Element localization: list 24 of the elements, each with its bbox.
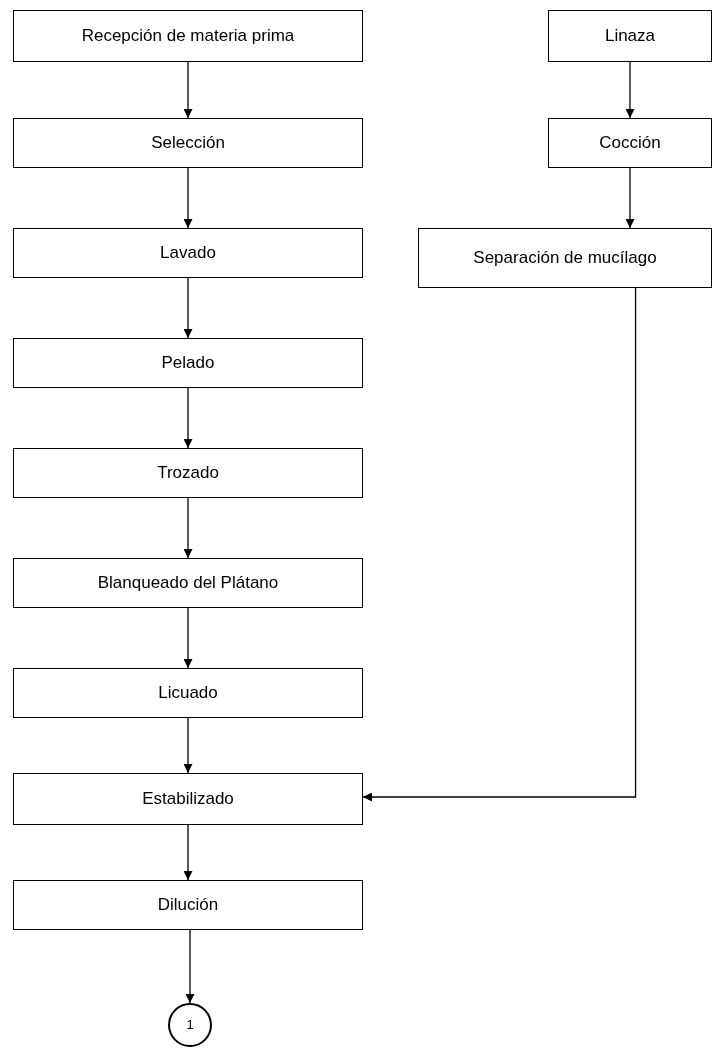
arrow bbox=[362, 287, 637, 802]
process-box: Pelado bbox=[13, 338, 363, 388]
process-box: Dilución bbox=[13, 880, 363, 930]
process-box: Linaza bbox=[548, 10, 712, 62]
arrow bbox=[625, 167, 635, 229]
process-box: Selección bbox=[13, 118, 363, 168]
arrow bbox=[183, 61, 193, 119]
process-box: Blanqueado del Plátano bbox=[13, 558, 363, 608]
arrow bbox=[183, 167, 193, 229]
arrow bbox=[183, 497, 193, 559]
arrow bbox=[183, 387, 193, 449]
arrow bbox=[183, 824, 193, 881]
arrow bbox=[185, 929, 195, 1004]
arrow bbox=[183, 607, 193, 669]
process-box: Estabilizado bbox=[13, 773, 363, 825]
process-box: Separación de mucílago bbox=[418, 228, 712, 288]
arrow bbox=[183, 277, 193, 339]
arrow bbox=[183, 717, 193, 774]
process-box: Licuado bbox=[13, 668, 363, 718]
process-box: Lavado bbox=[13, 228, 363, 278]
process-box: Trozado bbox=[13, 448, 363, 498]
arrow bbox=[625, 61, 635, 119]
process-box: Recepción de materia prima bbox=[13, 10, 363, 62]
process-box: Cocción bbox=[548, 118, 712, 168]
